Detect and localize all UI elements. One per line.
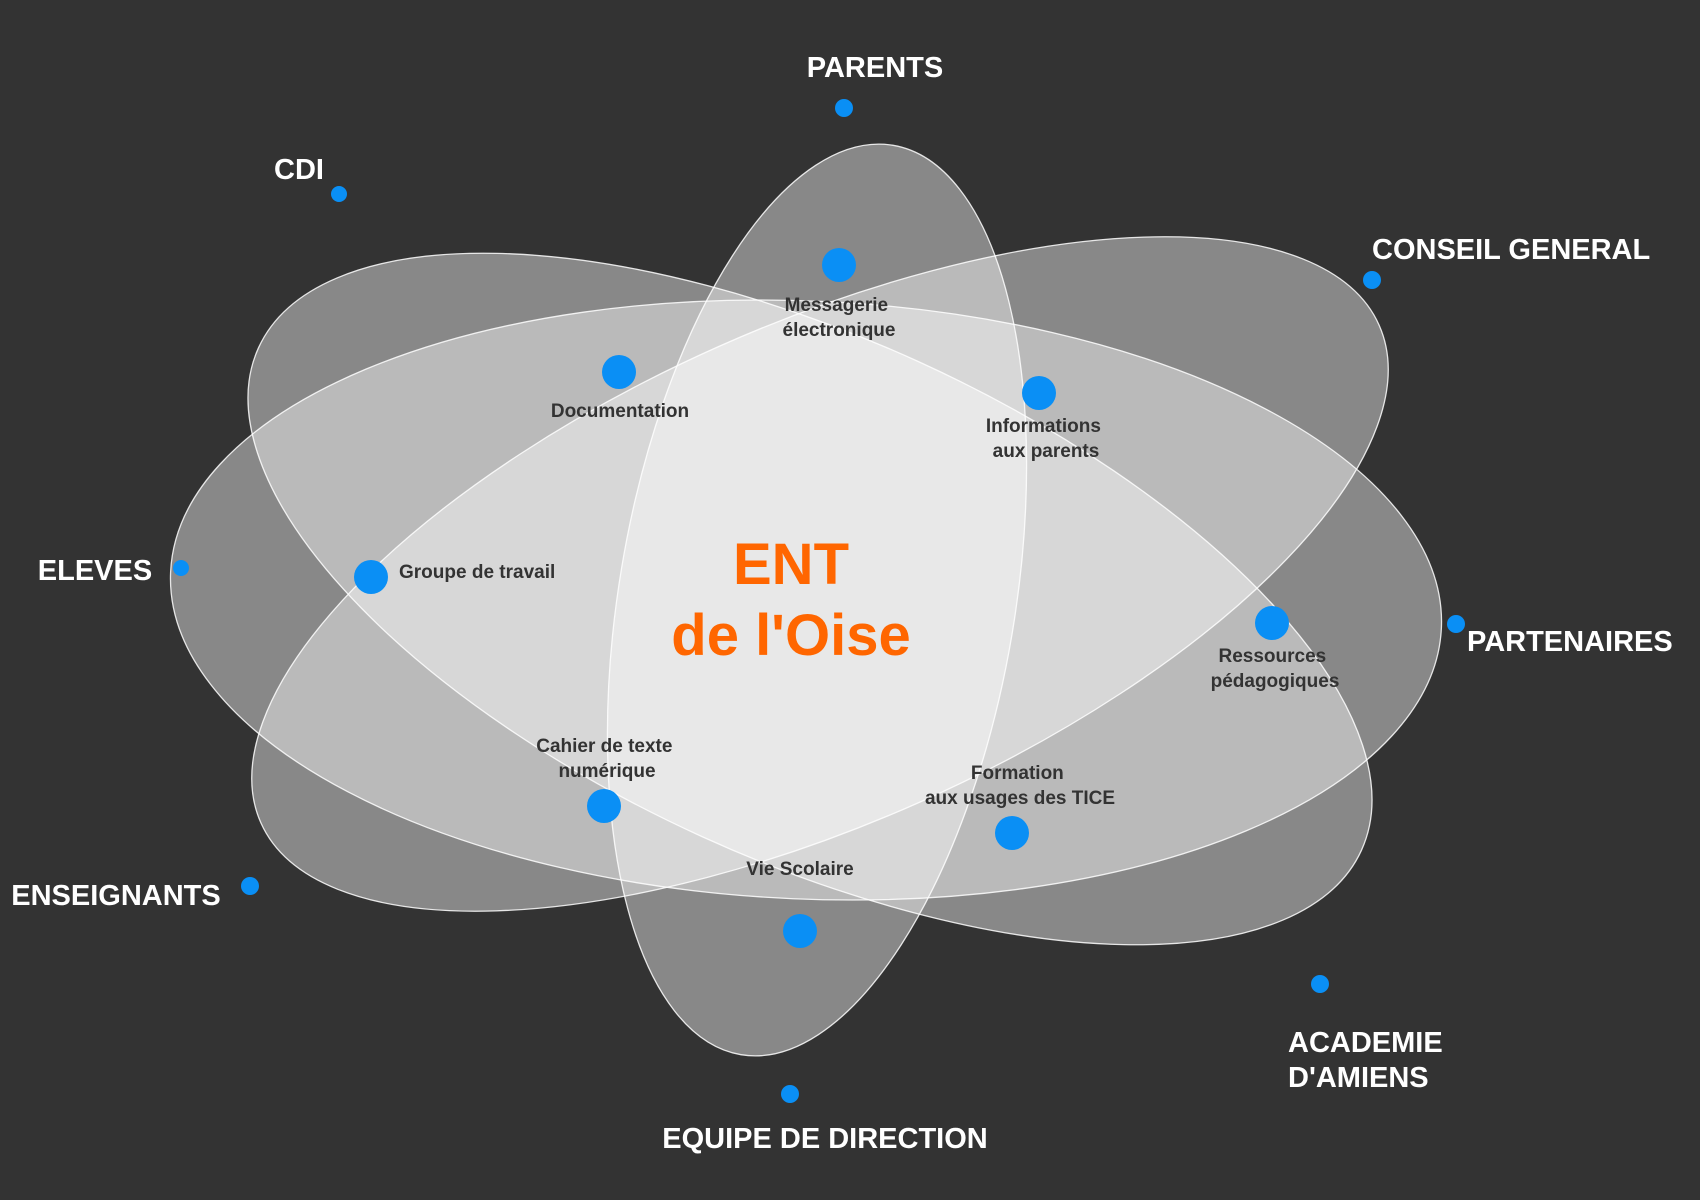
node-academie[interactable]: [1311, 975, 1329, 993]
outer-labels: PARENTS CDI CONSEIL GENERAL ELEVES PARTE…: [11, 52, 1672, 1155]
node-documentation[interactable]: [602, 355, 636, 389]
label-academie-line1: ACADEMIE: [1288, 1027, 1443, 1059]
label-ressources: Ressources pédagogiques: [1211, 646, 1340, 692]
node-conseil-general[interactable]: [1363, 271, 1381, 289]
label-documentation: Documentation: [551, 401, 689, 422]
node-cahier[interactable]: [587, 789, 621, 823]
center-title: ENT de l'Oise: [671, 532, 910, 668]
inner-nodes: [354, 248, 1289, 948]
node-ressources[interactable]: [1255, 606, 1289, 640]
label-enseignants: ENSEIGNANTS: [11, 880, 220, 912]
node-informations[interactable]: [1022, 376, 1056, 410]
label-informations: Informations aux parents: [986, 416, 1106, 462]
node-messagerie[interactable]: [822, 248, 856, 282]
label-messagerie-line1: Messagerie: [785, 295, 889, 316]
node-vie-scolaire[interactable]: [783, 914, 817, 948]
label-conseil-general: CONSEIL GENERAL: [1372, 234, 1650, 266]
label-messagerie: Messagerie électronique: [783, 295, 896, 341]
label-cahier: Cahier de texte numérique: [536, 736, 678, 782]
label-formation-line2: aux usages des TICE: [925, 788, 1115, 809]
node-parents[interactable]: [835, 99, 853, 117]
node-groupe[interactable]: [354, 560, 388, 594]
label-informations-line1: Informations: [986, 416, 1101, 437]
label-vie-scolaire: Vie Scolaire: [746, 859, 853, 880]
label-messagerie-line2: électronique: [783, 320, 896, 341]
node-cdi[interactable]: [331, 186, 347, 202]
label-partenaires: PARTENAIRES: [1467, 626, 1673, 658]
label-groupe: Groupe de travail: [399, 562, 555, 583]
ellipse-parents-direction: [606, 143, 1028, 1057]
ellipse-group: [169, 143, 1443, 1057]
title-line1: ENT: [733, 532, 849, 597]
label-cahier-line2: numérique: [558, 761, 655, 782]
label-cahier-line1: Cahier de texte: [536, 736, 672, 757]
node-enseignants[interactable]: [241, 877, 259, 895]
ellipse-conseil-enseignants: [251, 236, 1389, 912]
label-ressources-line1: Ressources: [1218, 646, 1326, 667]
label-direction: EQUIPE DE DIRECTION: [662, 1123, 988, 1155]
label-eleves: ELEVES: [38, 555, 152, 587]
label-academie-line2: D'AMIENS: [1288, 1062, 1429, 1094]
label-cdi: CDI: [274, 154, 324, 186]
ellipse-eleves-partenaires: [169, 299, 1443, 901]
label-parents: PARENTS: [807, 52, 943, 84]
node-direction[interactable]: [781, 1085, 799, 1103]
node-formation[interactable]: [995, 816, 1029, 850]
label-formation: Formation aux usages des TICE: [925, 763, 1115, 809]
title-line2: de l'Oise: [671, 603, 910, 668]
outer-nodes: [173, 99, 1465, 1103]
ellipse-cdi-academie: [247, 252, 1373, 946]
inner-labels: Messagerie électronique Documentation In…: [399, 295, 1339, 880]
label-academie: ACADEMIE D'AMIENS: [1288, 1027, 1451, 1094]
label-informations-line2: aux parents: [993, 441, 1100, 462]
node-partenaires[interactable]: [1447, 615, 1465, 633]
label-formation-line1: Formation: [971, 763, 1064, 784]
label-ressources-line2: pédagogiques: [1211, 671, 1340, 692]
node-eleves[interactable]: [173, 560, 189, 576]
